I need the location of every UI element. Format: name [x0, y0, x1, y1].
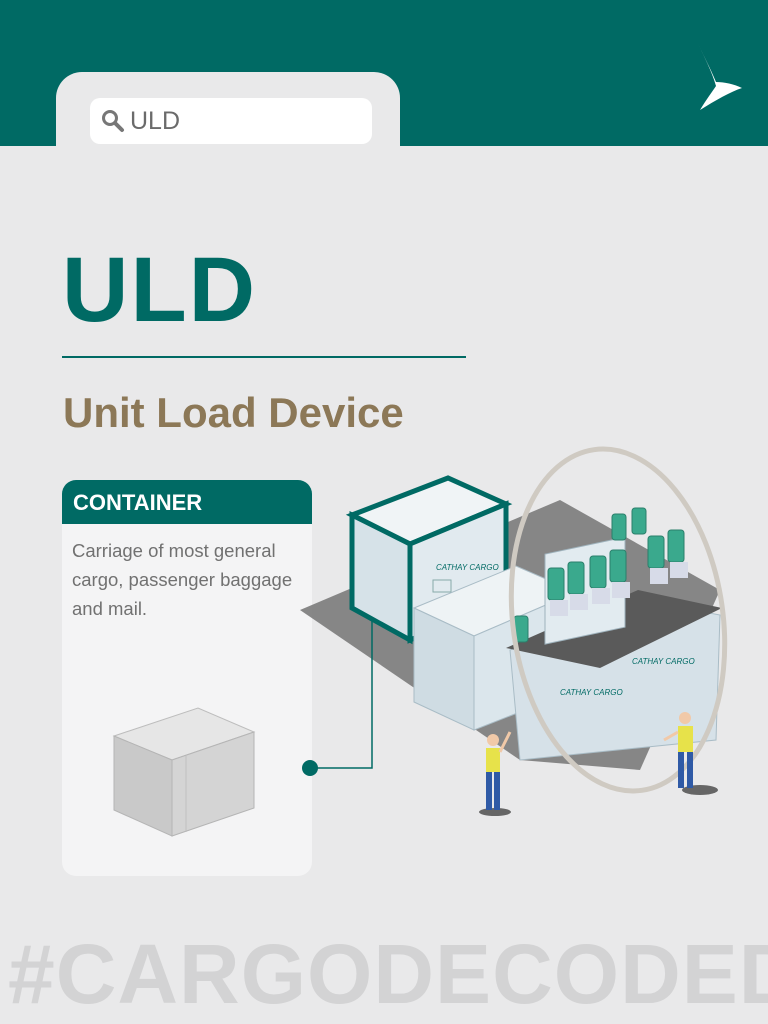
brushwing-logo-icon [696, 40, 742, 110]
page-title: ULD [62, 239, 258, 341]
leader-line [310, 620, 373, 769]
highlight-oval [508, 446, 728, 794]
search-query: ULD [130, 106, 181, 135]
hashtag-footer: #CARGODECODED [8, 927, 768, 1021]
container-cube-icon [112, 707, 256, 837]
cabin-brand-label: CATHAY CARGO [560, 688, 623, 697]
cabin-brand-label-2: CATHAY CARGO [632, 657, 695, 666]
worker-left [479, 731, 512, 816]
container-card: CONTAINER Carriage of most general cargo… [62, 480, 312, 876]
page-subtitle: Unit Load Device [63, 389, 404, 436]
worker-right [663, 712, 718, 795]
card-title: CONTAINER [62, 480, 312, 524]
title-divider [62, 356, 466, 358]
search-input[interactable]: ULD [90, 98, 372, 144]
uld-illustration: CATHAY CARGO CATHAY CARGO CATHAY CARGO [300, 446, 728, 816]
card-description: Carriage of most general cargo, passenge… [72, 540, 293, 619]
leader-dot [302, 760, 318, 776]
container-brand-label: CATHAY CARGO [436, 563, 499, 572]
aircraft-cabin: CATHAY CARGO CATHAY CARGO [506, 507, 722, 761]
search-icon [102, 110, 124, 132]
